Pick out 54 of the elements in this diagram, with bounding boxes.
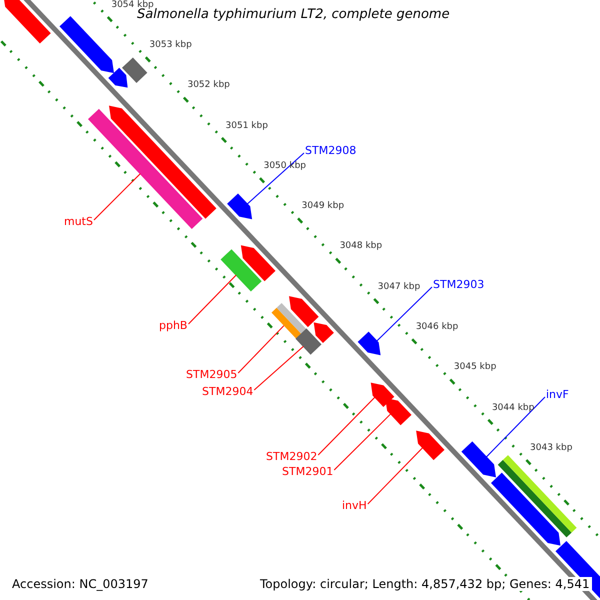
scale-label: 3046 kbp <box>416 322 458 332</box>
scale-label: 3044 kbp <box>492 404 534 413</box>
gene-label: invF <box>546 389 569 400</box>
gene-bar <box>220 249 262 292</box>
gene-feature <box>358 332 381 356</box>
gene-feature <box>556 541 600 600</box>
gene-bar <box>122 58 148 83</box>
scale-label: 3045 kbp <box>454 363 496 372</box>
gene-feature <box>314 322 334 343</box>
scale-label: 3053 kbp <box>149 41 192 50</box>
gene-bar <box>498 455 577 538</box>
scale-label: 3050 kbp <box>264 162 306 171</box>
leader-line <box>367 447 424 504</box>
leader-line <box>246 152 304 204</box>
leader-line <box>334 413 392 470</box>
scale-label: 3051 kbp <box>226 122 268 131</box>
gene-label: STM2903 <box>433 279 484 290</box>
gene-feature <box>109 106 216 219</box>
gene-bar <box>296 328 322 355</box>
footer-text: Topology: circular; Length: 4,857,432 bp; Genes: 4,541 <box>258 577 592 591</box>
scale-label: 3049 kbp <box>302 202 344 212</box>
gene-feature <box>108 68 128 88</box>
leader-line <box>318 396 376 456</box>
footer-text: Accession: NC_003197 <box>10 577 150 591</box>
gene-feature <box>289 296 319 328</box>
gene-feature <box>385 398 412 426</box>
gene-label: STM2908 <box>305 145 356 156</box>
gene-feature <box>3 0 51 44</box>
scale-label: 3047 kbp <box>378 282 420 292</box>
gene-feature <box>416 430 444 460</box>
scale-label: 3054 kbp <box>111 0 154 10</box>
leader-line <box>376 286 432 342</box>
gene-feature <box>240 245 276 282</box>
gene-label: pphB <box>159 320 188 331</box>
gene-feature <box>227 194 252 220</box>
gene-feature <box>370 382 394 407</box>
gene-label: STM2901 <box>282 466 334 477</box>
gene-feature <box>491 472 560 546</box>
gene-label: STM2902 <box>266 451 318 462</box>
gene-feature <box>461 441 496 478</box>
gene-bar <box>272 303 306 339</box>
gene-label: mutS <box>64 216 93 227</box>
scale-label: 3048 kbp <box>340 242 382 252</box>
scale-label: 3043 kbp <box>530 444 572 453</box>
gene-label: invH <box>342 500 367 511</box>
gene-label: STM2904 <box>202 386 254 397</box>
leader-line <box>486 396 546 458</box>
leader-line <box>238 325 284 374</box>
scale-label: 3052 kbp <box>187 81 230 90</box>
gene-label: STM2905 <box>186 369 238 380</box>
leader-line <box>254 346 304 390</box>
gene-feature <box>60 16 114 74</box>
title: Salmonella typhimurium LT2, complete genome <box>137 8 450 21</box>
leader-line <box>188 274 237 324</box>
